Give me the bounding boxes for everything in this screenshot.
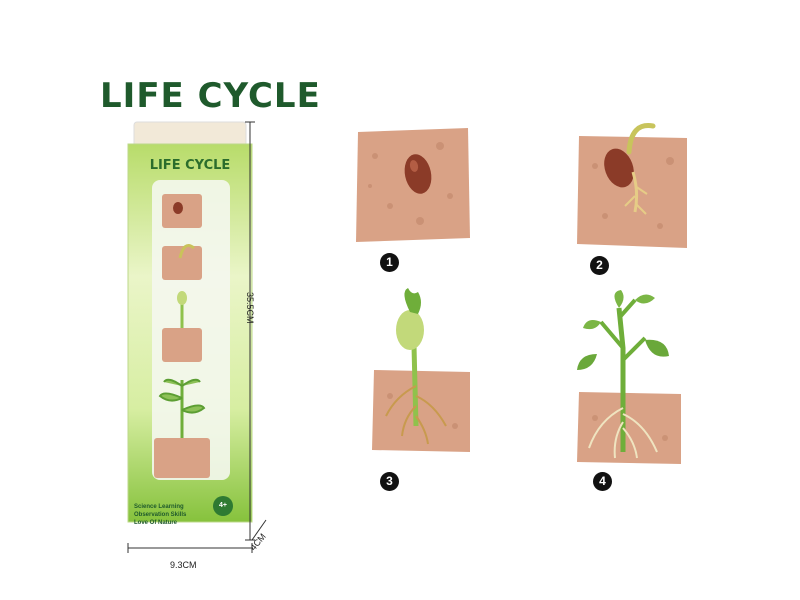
leaf-right bbox=[645, 339, 669, 357]
stage-2-sprout bbox=[577, 123, 687, 248]
box-feature-1: Science Learning bbox=[134, 504, 184, 510]
cotyledon bbox=[396, 310, 424, 350]
stage-3-seedling bbox=[372, 288, 470, 452]
height-dimension-label: 35.5CM bbox=[245, 292, 255, 324]
step-number-4: 4 bbox=[593, 472, 612, 491]
box-title: LIFE CYCLE bbox=[149, 158, 231, 173]
width-dimension-label: 9.3CM bbox=[170, 560, 197, 570]
step-number-1: 1 bbox=[380, 253, 399, 272]
stage-1-seed bbox=[356, 128, 470, 242]
step-number-3: 3 bbox=[380, 472, 399, 491]
box-feature-3: Love Of Nature bbox=[134, 520, 178, 526]
box-piece-3 bbox=[162, 328, 202, 362]
roots bbox=[385, 385, 447, 445]
box-feature-2: Observation Skills bbox=[134, 512, 187, 518]
age-badge-label: 4+ bbox=[219, 502, 227, 509]
root bbox=[631, 171, 639, 213]
seed bbox=[604, 148, 634, 188]
age-badge bbox=[213, 496, 233, 516]
stage-4-plant bbox=[577, 290, 681, 464]
box-piece-2 bbox=[162, 246, 202, 280]
package-box-illustration bbox=[127, 121, 253, 523]
page-title: LIFE CYCLE bbox=[100, 76, 321, 116]
roots bbox=[588, 407, 658, 459]
young-leaves bbox=[404, 288, 421, 314]
box-piece-4 bbox=[154, 438, 210, 478]
leaves-top bbox=[583, 290, 655, 330]
leaf-left bbox=[577, 354, 597, 370]
sprout-hook bbox=[626, 123, 656, 155]
step-number-2: 2 bbox=[590, 256, 609, 275]
